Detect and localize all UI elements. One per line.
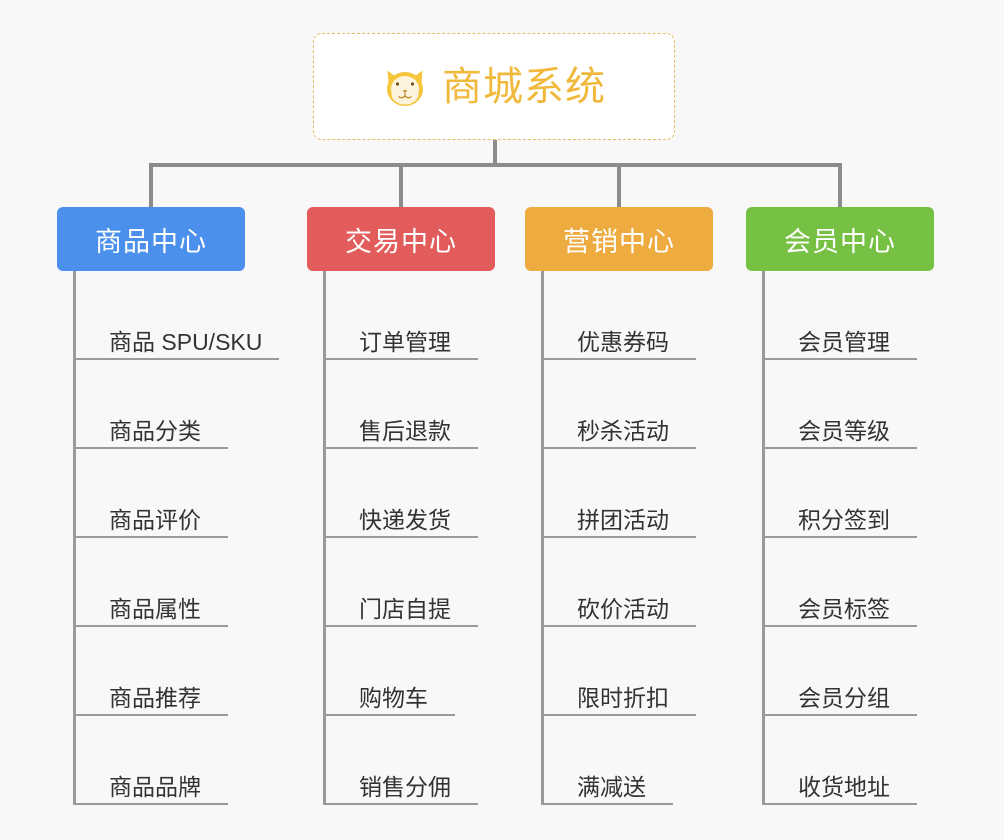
list-item[interactable]: 订单管理 <box>326 271 495 360</box>
list-item[interactable]: 会员等级 <box>765 360 934 449</box>
child-label: 会员标签 <box>798 595 890 622</box>
child-underline <box>76 803 228 805</box>
child-label: 商品属性 <box>109 595 201 622</box>
root-node-mall-system[interactable]: 商城系统 <box>313 33 675 140</box>
child-underline <box>765 625 917 627</box>
list-item[interactable]: 会员分组 <box>765 627 934 716</box>
child-label: 满减送 <box>577 773 646 800</box>
list-item[interactable]: 快递发货 <box>326 449 495 538</box>
child-underline <box>544 625 696 627</box>
child-label: 收货地址 <box>798 773 890 800</box>
child-underline <box>76 358 279 360</box>
child-label: 砍价活动 <box>577 595 669 622</box>
category-label: 会员中心 <box>784 226 896 257</box>
connector-branch-4 <box>838 163 842 207</box>
shiba-dog-face-icon <box>382 64 428 110</box>
child-label: 秒杀活动 <box>577 417 669 444</box>
branch-column-member-center: 会员中心 会员管理 会员等级 积分签到 会员标签 会员分组 <box>746 207 934 805</box>
connector-branch-3 <box>617 163 621 207</box>
child-underline <box>544 536 696 538</box>
child-underline <box>326 358 478 360</box>
child-underline <box>544 358 696 360</box>
branch-column-product-center: 商品中心 商品 SPU/SKU 商品分类 商品评价 商品属性 商品推荐 <box>57 207 279 805</box>
list-item[interactable]: 门店自提 <box>326 538 495 627</box>
list-item[interactable]: 商品属性 <box>76 538 245 627</box>
child-label: 快递发货 <box>359 506 451 533</box>
child-underline <box>544 803 673 805</box>
child-underline <box>544 714 696 716</box>
child-underline <box>544 447 696 449</box>
list-item[interactable]: 优惠券码 <box>544 271 713 360</box>
child-underline <box>76 625 228 627</box>
list-item[interactable]: 商品 SPU/SKU <box>76 271 279 360</box>
branch-column-marketing-center: 营销中心 优惠券码 秒杀活动 拼团活动 砍价活动 限时折扣 <box>525 207 713 805</box>
connector-branch-1 <box>149 163 153 207</box>
list-item[interactable]: 拼团活动 <box>544 449 713 538</box>
list-item[interactable]: 砍价活动 <box>544 538 713 627</box>
child-underline <box>765 714 917 716</box>
child-underline <box>326 803 478 805</box>
child-underline <box>326 714 455 716</box>
category-box-product-center[interactable]: 商品中心 <box>57 207 245 271</box>
child-underline <box>326 625 478 627</box>
category-box-trade-center[interactable]: 交易中心 <box>307 207 495 271</box>
child-label: 商品推荐 <box>109 684 201 711</box>
list-item[interactable]: 商品评价 <box>76 449 245 538</box>
list-item[interactable]: 购物车 <box>326 627 495 716</box>
child-underline <box>765 447 917 449</box>
category-label: 商品中心 <box>95 226 207 257</box>
child-label: 优惠券码 <box>577 328 669 355</box>
list-item[interactable]: 销售分佣 <box>326 716 495 805</box>
child-underline <box>765 803 917 805</box>
child-list-trade-center: 订单管理 售后退款 快递发货 门店自提 购物车 销售分佣 <box>323 271 495 805</box>
child-label: 门店自提 <box>359 595 451 622</box>
connector-horizontal-bar <box>149 163 842 167</box>
child-list-marketing-center: 优惠券码 秒杀活动 拼团活动 砍价活动 限时折扣 满减送 <box>541 271 713 805</box>
child-label: 限时折扣 <box>577 684 669 711</box>
connector-branch-2 <box>399 163 403 207</box>
list-item[interactable]: 售后退款 <box>326 360 495 449</box>
child-label: 会员管理 <box>798 328 890 355</box>
child-underline <box>765 358 917 360</box>
list-item[interactable]: 满减送 <box>544 716 713 805</box>
list-item[interactable]: 会员标签 <box>765 538 934 627</box>
list-item[interactable]: 商品品牌 <box>76 716 245 805</box>
branch-column-trade-center: 交易中心 订单管理 售后退款 快递发货 门店自提 购物车 <box>307 207 495 805</box>
child-label: 拼团活动 <box>577 506 669 533</box>
child-label: 商品分类 <box>109 417 201 444</box>
root-title: 商城系统 <box>442 64 606 109</box>
category-label: 交易中心 <box>345 226 457 257</box>
list-item[interactable]: 限时折扣 <box>544 627 713 716</box>
list-item[interactable]: 积分签到 <box>765 449 934 538</box>
child-label: 会员分组 <box>798 684 890 711</box>
child-underline <box>76 714 228 716</box>
child-label: 会员等级 <box>798 417 890 444</box>
child-list-member-center: 会员管理 会员等级 积分签到 会员标签 会员分组 收货地址 <box>762 271 934 805</box>
category-box-member-center[interactable]: 会员中心 <box>746 207 934 271</box>
child-label: 售后退款 <box>359 417 451 444</box>
child-label: 积分签到 <box>798 506 890 533</box>
list-item[interactable]: 会员管理 <box>765 271 934 360</box>
list-item[interactable]: 收货地址 <box>765 716 934 805</box>
child-underline <box>326 447 478 449</box>
child-label: 商品评价 <box>109 506 201 533</box>
child-label: 销售分佣 <box>359 773 451 800</box>
list-item[interactable]: 秒杀活动 <box>544 360 713 449</box>
child-label: 订单管理 <box>359 328 451 355</box>
list-item[interactable]: 商品分类 <box>76 360 245 449</box>
child-underline <box>76 447 228 449</box>
category-label: 营销中心 <box>563 226 675 257</box>
connector-root-stem <box>493 140 497 166</box>
child-underline <box>76 536 228 538</box>
child-underline <box>765 536 917 538</box>
child-label: 购物车 <box>359 684 428 711</box>
list-item[interactable]: 商品推荐 <box>76 627 245 716</box>
child-list-product-center: 商品 SPU/SKU 商品分类 商品评价 商品属性 商品推荐 商品品牌 <box>73 271 279 805</box>
child-label: 商品品牌 <box>109 773 201 800</box>
child-label: 商品 SPU/SKU <box>109 328 263 355</box>
category-box-marketing-center[interactable]: 营销中心 <box>525 207 713 271</box>
child-underline <box>326 536 478 538</box>
